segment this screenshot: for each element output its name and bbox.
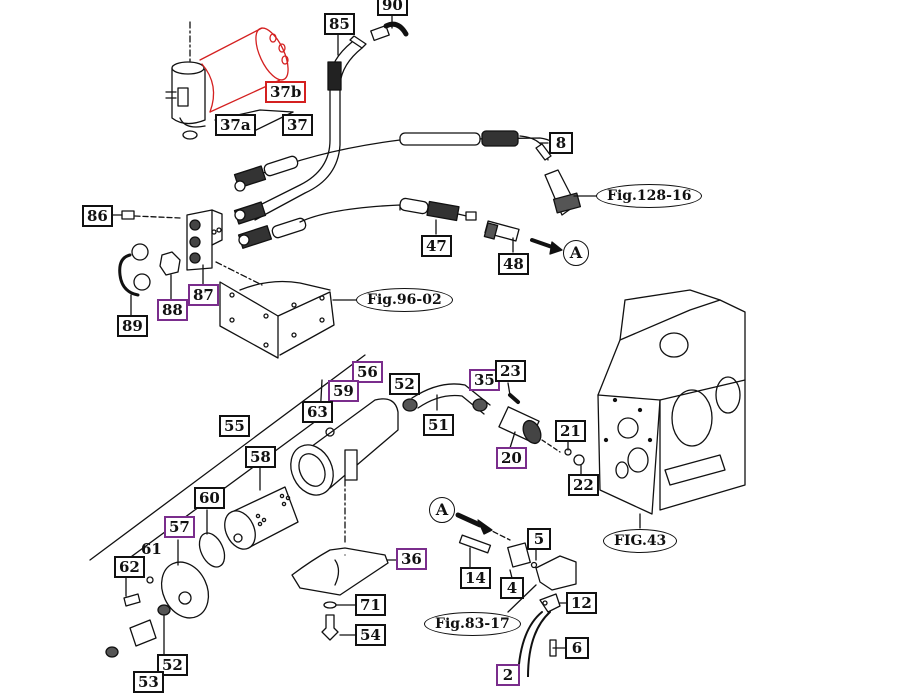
callout-37[interactable]: 37 <box>282 114 313 136</box>
callout-52-lower[interactable]: 52 <box>157 654 188 676</box>
callout-12[interactable]: 12 <box>566 592 597 614</box>
callout-2[interactable]: 2 <box>496 664 520 686</box>
fitting-48-part <box>483 220 563 255</box>
callout-22[interactable]: 22 <box>568 474 599 496</box>
callout-85[interactable]: 85 <box>324 13 355 35</box>
callout-89[interactable]: 89 <box>117 315 148 337</box>
bolt-62-part <box>123 593 141 607</box>
filter-cartridge-part <box>199 27 289 113</box>
callout-56[interactable]: 56 <box>352 361 383 383</box>
valve-block-part <box>455 512 577 677</box>
callout-14[interactable]: 14 <box>460 567 491 589</box>
callout-20[interactable]: 20 <box>496 447 527 469</box>
leader-lines <box>107 11 599 656</box>
callout-90[interactable]: 90 <box>377 0 408 16</box>
callout-62[interactable]: 62 <box>114 556 145 578</box>
transmission-case-part <box>597 289 746 529</box>
u-pipe-89-part <box>118 243 151 297</box>
callout-8[interactable]: 8 <box>549 132 573 154</box>
view-marker-a-bottom: A <box>429 497 455 523</box>
pipe-53-part <box>129 619 157 647</box>
callout-61[interactable]: 61 <box>141 540 162 558</box>
callout-23[interactable]: 23 <box>495 360 526 382</box>
callout-57[interactable]: 57 <box>164 516 195 538</box>
mount-bracket-36-part <box>291 547 389 596</box>
callout-47[interactable]: 47 <box>421 235 452 257</box>
nut-88-part <box>159 251 181 276</box>
callout-21[interactable]: 21 <box>555 420 586 442</box>
washer-71-part <box>323 601 337 609</box>
callout-4[interactable]: 4 <box>500 577 524 599</box>
callout-6[interactable]: 6 <box>565 637 589 659</box>
callout-52-upper[interactable]: 52 <box>389 373 420 395</box>
hose-85-part <box>249 35 367 221</box>
figure-ref-83-17[interactable]: Fig.83-17 <box>424 612 521 636</box>
callout-60[interactable]: 60 <box>194 487 225 509</box>
callout-48[interactable]: 48 <box>498 253 529 275</box>
o-ring-60-part <box>198 532 226 568</box>
filter-head-part <box>165 21 206 140</box>
callout-35[interactable]: 35 <box>469 369 500 391</box>
cover-57-part <box>160 561 210 619</box>
elbow-fitting-90-part <box>370 21 409 42</box>
hose-fittings-part <box>233 155 401 249</box>
callout-5[interactable]: 5 <box>527 528 551 550</box>
figure-ref-43[interactable]: FIG.43 <box>603 529 678 553</box>
hose-47-part <box>399 197 477 222</box>
callout-88[interactable]: 88 <box>157 299 188 321</box>
callout-53[interactable]: 53 <box>133 671 164 693</box>
callout-37a[interactable]: 37a <box>215 114 256 136</box>
callout-54[interactable]: 54 <box>355 624 386 646</box>
filter-housing-56-part <box>290 398 399 546</box>
callout-51[interactable]: 51 <box>423 414 454 436</box>
manifold-block-87-part <box>186 209 223 271</box>
callout-58[interactable]: 58 <box>245 446 276 468</box>
bracket-part <box>215 261 335 359</box>
parts-diagram-drawing <box>89 11 746 677</box>
pipe-51-part <box>402 383 491 415</box>
adapter-20-part <box>498 393 585 466</box>
figure-ref-96-02[interactable]: Fig.96-02 <box>356 288 453 312</box>
callout-59[interactable]: 59 <box>328 380 359 402</box>
callout-87[interactable]: 87 <box>188 284 219 306</box>
callout-71[interactable]: 71 <box>355 594 386 616</box>
figure-ref-128-16[interactable]: Fig.128-16 <box>596 184 703 208</box>
bolt-54-part <box>321 614 339 641</box>
callout-55[interactable]: 55 <box>219 415 250 437</box>
view-marker-a-top: A <box>563 240 589 266</box>
hose-8-part <box>257 130 582 216</box>
callout-63[interactable]: 63 <box>302 401 333 423</box>
callout-86[interactable]: 86 <box>82 205 113 227</box>
filter-element-58-part <box>224 486 299 550</box>
callout-37b[interactable]: 37b <box>265 81 307 103</box>
washer-61-part <box>146 576 154 584</box>
callout-36[interactable]: 36 <box>396 548 427 570</box>
